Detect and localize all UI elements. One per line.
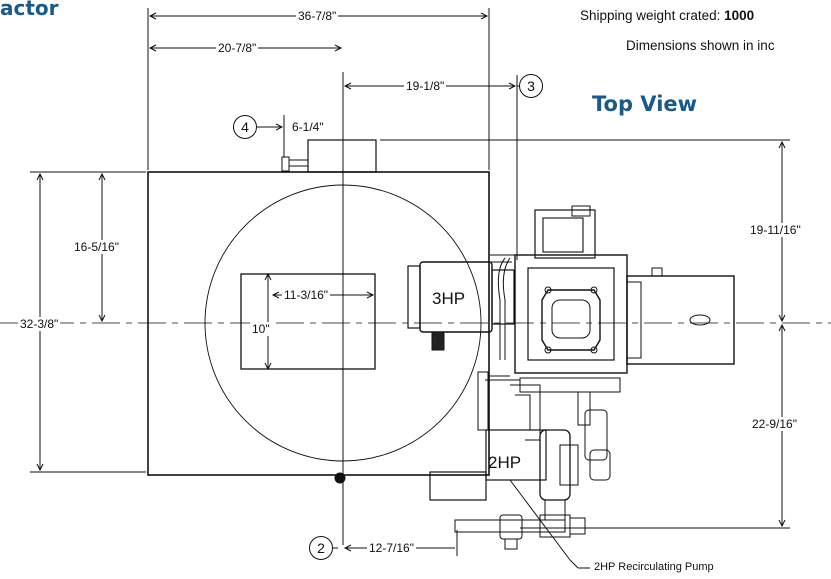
shipping-weight: Shipping weight crated: 1000: [580, 8, 754, 23]
motor-3hp-label: 3HP: [432, 289, 466, 308]
title-fragment: actor: [0, 0, 59, 20]
dim-overall-width: 36-7/8": [296, 9, 339, 23]
dim-port-width: 11-3/16": [282, 288, 331, 302]
dim-upper-half-left: 16-5/16": [72, 240, 121, 254]
dim-center-to-right: 19-1/8": [404, 79, 447, 93]
dim-port-height: 10": [250, 322, 272, 336]
pump-label: 2HP Recirculating Pump: [594, 561, 714, 573]
callout-2: 2: [309, 536, 333, 560]
shipping-value: 1000: [724, 8, 755, 23]
shipping-label: Shipping weight crated:: [580, 8, 725, 23]
view-title: Top View: [592, 92, 698, 116]
dimensions-note: Dimensions shown in inc: [626, 38, 775, 53]
dim-upper-half-right: 19-11/16": [748, 223, 803, 237]
dim-left-to-center: 20-7/8": [216, 41, 259, 55]
dim-overall-depth: 32-3/8": [18, 317, 61, 331]
dim-lower-half-right: 22-9/16": [750, 417, 799, 431]
dim-item2-offset: 12-7/16": [367, 541, 416, 555]
callout-4: 4: [233, 115, 257, 139]
callout-3: 3: [519, 74, 543, 98]
motor-2hp-label: 2HP: [488, 453, 522, 472]
dim-item4-offset: 6-1/4": [290, 120, 326, 134]
